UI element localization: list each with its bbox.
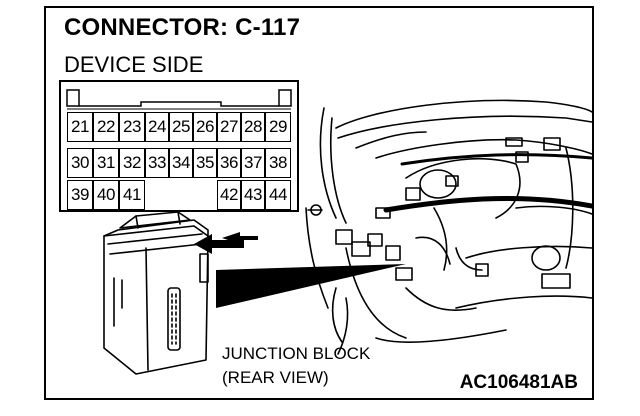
pin-28: 28: [241, 112, 265, 142]
pin-38: 38: [265, 148, 291, 178]
pin-36: 36: [217, 148, 241, 178]
pin-22: 22: [93, 112, 119, 142]
pin-27: 27: [217, 112, 241, 142]
pin-21: 21: [67, 112, 93, 142]
pin-41: 41: [119, 180, 145, 210]
diagram-id: AC106481AB: [459, 372, 578, 393]
connector-face: 21 22 23 24 25 26 27 28 29 30 31 32 33 3…: [59, 80, 299, 212]
pin-37: 37: [241, 148, 265, 178]
junction-block-illustration: [103, 99, 592, 375]
connector-title: CONNECTOR: C-117: [64, 14, 301, 41]
pin-40: 40: [93, 180, 119, 210]
pin-35: 35: [193, 148, 217, 178]
pin-32: 32: [119, 148, 145, 178]
pin-25: 25: [169, 112, 193, 142]
caption-rear-view: (REAR VIEW): [222, 368, 329, 387]
pin-42: 42: [217, 180, 241, 210]
diagram-frame: CONNECTOR: C-117 DEVICE SIDE 21 22 23 24…: [44, 6, 594, 400]
caption-junction-block: JUNCTION BLOCK: [222, 344, 371, 363]
pin-39: 39: [67, 180, 93, 210]
pin-34: 34: [169, 148, 193, 178]
pin-44: 44: [265, 180, 291, 210]
pin-29: 29: [265, 112, 291, 142]
pin-43: 43: [241, 180, 265, 210]
pin-26: 26: [193, 112, 217, 142]
connector-latch: [66, 89, 292, 110]
pin-24: 24: [145, 112, 169, 142]
connector-subtitle: DEVICE SIDE: [64, 52, 204, 77]
pin-30: 30: [67, 148, 93, 178]
pin-31: 31: [93, 148, 119, 178]
pin-33: 33: [145, 148, 169, 178]
pin-23: 23: [119, 112, 145, 142]
